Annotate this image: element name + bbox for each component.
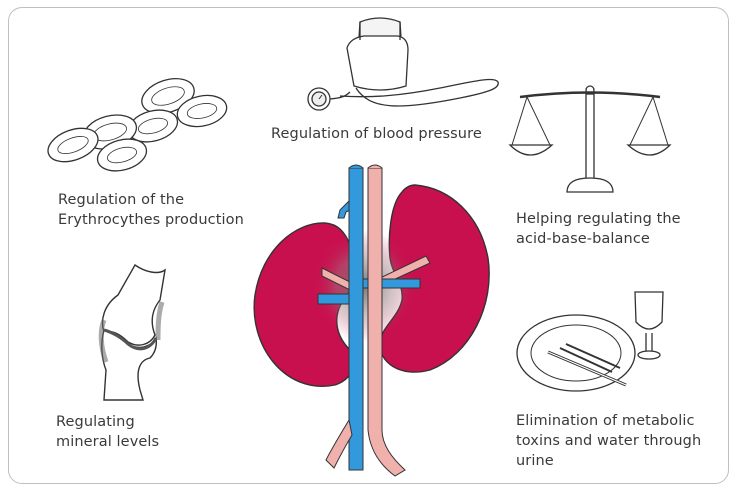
label-acid-base: Helping regulating the acid-base-balance [516, 211, 681, 247]
blood-vessels-illustration [317, 164, 431, 477]
erythrocytes-illustration [47, 77, 228, 172]
label-erythrocytes: Regulation of the Erythrocythes producti… [58, 192, 244, 228]
balance-scale-icon [508, 85, 672, 193]
blood-cell-icon [176, 94, 228, 128]
blood-pressure-cuff-icon [307, 17, 499, 111]
label-blood-pressure: Regulation of blood pressure [271, 126, 482, 142]
blood-cell-icon [141, 77, 195, 115]
knee-joint-icon [98, 263, 166, 401]
wine-glass-icon [634, 291, 664, 360]
blood-cell-icon [47, 127, 99, 163]
vena-cava [348, 167, 364, 471]
aorta [367, 167, 406, 477]
label-mineral-levels: Regulating mineral levels [56, 414, 160, 450]
renal-vein-left [317, 293, 351, 305]
label-elimination: Elimination of metabolic toxins and wate… [516, 413, 702, 469]
blood-cell-icon [96, 138, 148, 172]
dinner-plate-icon [516, 314, 636, 392]
